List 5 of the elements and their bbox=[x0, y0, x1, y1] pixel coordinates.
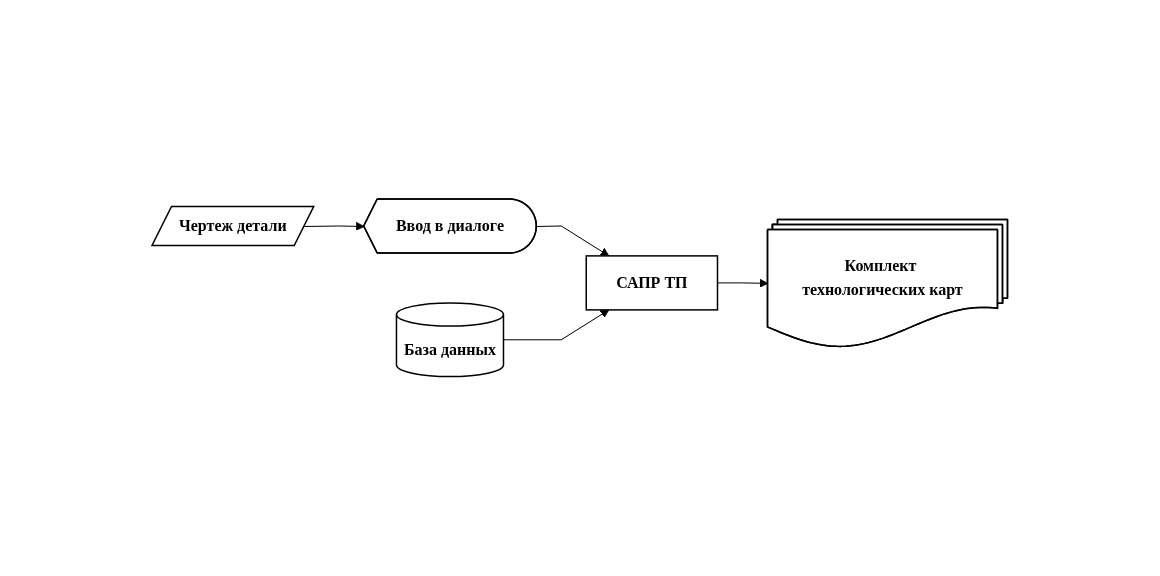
arrow bbox=[503, 309, 610, 341]
node-box: САПР ТП bbox=[585, 255, 719, 311]
arrow bbox=[304, 222, 365, 231]
arrow bbox=[717, 279, 769, 288]
arrow bbox=[536, 225, 610, 257]
